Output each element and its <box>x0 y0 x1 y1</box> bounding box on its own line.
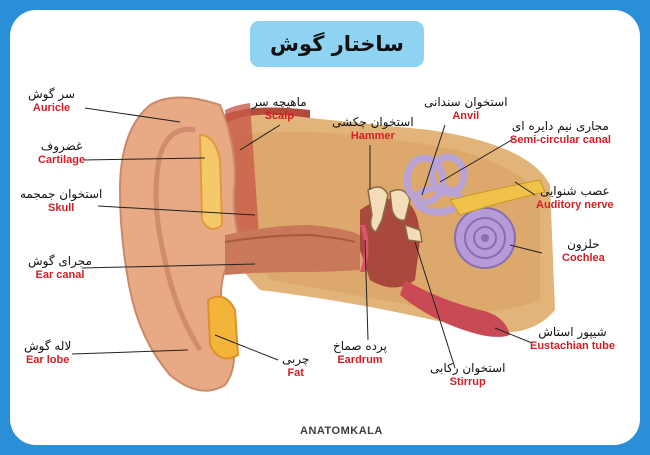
label-cartilage: غضروف Cartilage <box>38 139 86 166</box>
label-auditory-nerve: عصب شنوایی Auditory nerve <box>536 184 614 211</box>
label-semicircular-en: Semi-circular canal <box>510 133 611 146</box>
label-semicircular-fa: مجاری نیم دایره ای <box>511 119 609 133</box>
label-cochlea-fa: حلزون <box>567 237 600 251</box>
label-hammer: استخوان چکشی Hammer <box>332 115 414 142</box>
label-auricle: سر گوش Auricle <box>28 87 76 114</box>
cochlea-shape <box>454 207 516 269</box>
label-scalp: ماهیچه سر Scalp <box>252 95 307 122</box>
label-auditory-nerve-en: Auditory nerve <box>536 198 614 211</box>
label-cartilage-fa: غضروف <box>40 139 83 153</box>
label-cartilage-en: Cartilage <box>38 153 86 166</box>
label-ear-lobe-en: Ear lobe <box>25 353 70 366</box>
label-eardrum-fa: پرده صماخ <box>333 339 387 353</box>
label-anvil: استخوان سندانی Anvil <box>424 95 508 122</box>
fat-shape <box>206 295 240 360</box>
label-skull: استخوان جمجمه Skull <box>20 187 103 214</box>
label-eustachian-fa: شیپور استاش <box>538 325 607 339</box>
label-eardrum-en: Eardrum <box>337 353 383 366</box>
label-eardrum: پرده صماخ Eardrum <box>333 339 387 366</box>
anvil-bone <box>389 189 411 222</box>
label-fat-en: Fat <box>287 366 304 379</box>
label-eustachian-en: Eustachian tube <box>530 339 615 352</box>
title-box: ساختار گوش <box>250 21 424 67</box>
label-auricle-en: Auricle <box>32 101 71 114</box>
label-ear-canal-en: Ear canal <box>35 268 85 281</box>
label-auditory-nerve-fa: عصب شنوایی <box>539 184 610 198</box>
label-stirrup-fa: استخوان رکابی <box>430 361 506 375</box>
brand-logo: ANATOMKALA <box>300 425 383 437</box>
label-ear-lobe-fa: لاله گوش <box>24 339 72 353</box>
auditory-nerve-shape <box>449 179 546 216</box>
label-anvil-fa: استخوان سندانی <box>424 95 508 109</box>
ear-canal-shape <box>225 225 360 275</box>
label-fat-fa: چربی <box>282 352 310 366</box>
label-skull-fa: استخوان جمجمه <box>20 187 103 201</box>
label-ear-canal: مجرای گوش Ear canal <box>28 254 92 281</box>
label-ear-canal-fa: مجرای گوش <box>28 254 92 268</box>
label-skull-en: Skull <box>48 201 75 214</box>
stirrup-bone <box>404 223 423 243</box>
label-stirrup: استخوان رکابی Stirrup <box>430 361 506 388</box>
label-ear-lobe: لاله گوش Ear lobe <box>24 339 72 366</box>
hammer-bone <box>367 186 389 234</box>
label-fat: چربی Fat <box>282 352 310 379</box>
page-title: ساختار گوش <box>270 32 404 56</box>
eustachian-tube-shape <box>400 280 510 337</box>
ear-anatomy-illustration <box>71 96 555 392</box>
label-hammer-en: Hammer <box>350 129 395 142</box>
label-scalp-en: Scalp <box>264 109 295 122</box>
cartilage-shape <box>198 133 224 230</box>
label-cochlea-en: Cochlea <box>562 251 605 264</box>
diagram-frame: ساختار گوش سر گوش Auricle غضروف Cartilag… <box>10 10 640 445</box>
label-hammer-fa: استخوان چکشی <box>332 115 414 129</box>
label-eustachian: شیپور استاش Eustachian tube <box>530 325 615 352</box>
eardrum-shape <box>360 225 369 272</box>
label-semicircular: مجاری نیم دایره ای Semi-circular canal <box>510 119 611 146</box>
label-cochlea: حلزون Cochlea <box>562 237 605 264</box>
label-anvil-en: Anvil <box>452 109 480 122</box>
label-stirrup-en: Stirrup <box>449 375 486 388</box>
label-auricle-fa: سر گوش <box>28 87 76 101</box>
label-scalp-fa: ماهیچه سر <box>252 95 307 109</box>
